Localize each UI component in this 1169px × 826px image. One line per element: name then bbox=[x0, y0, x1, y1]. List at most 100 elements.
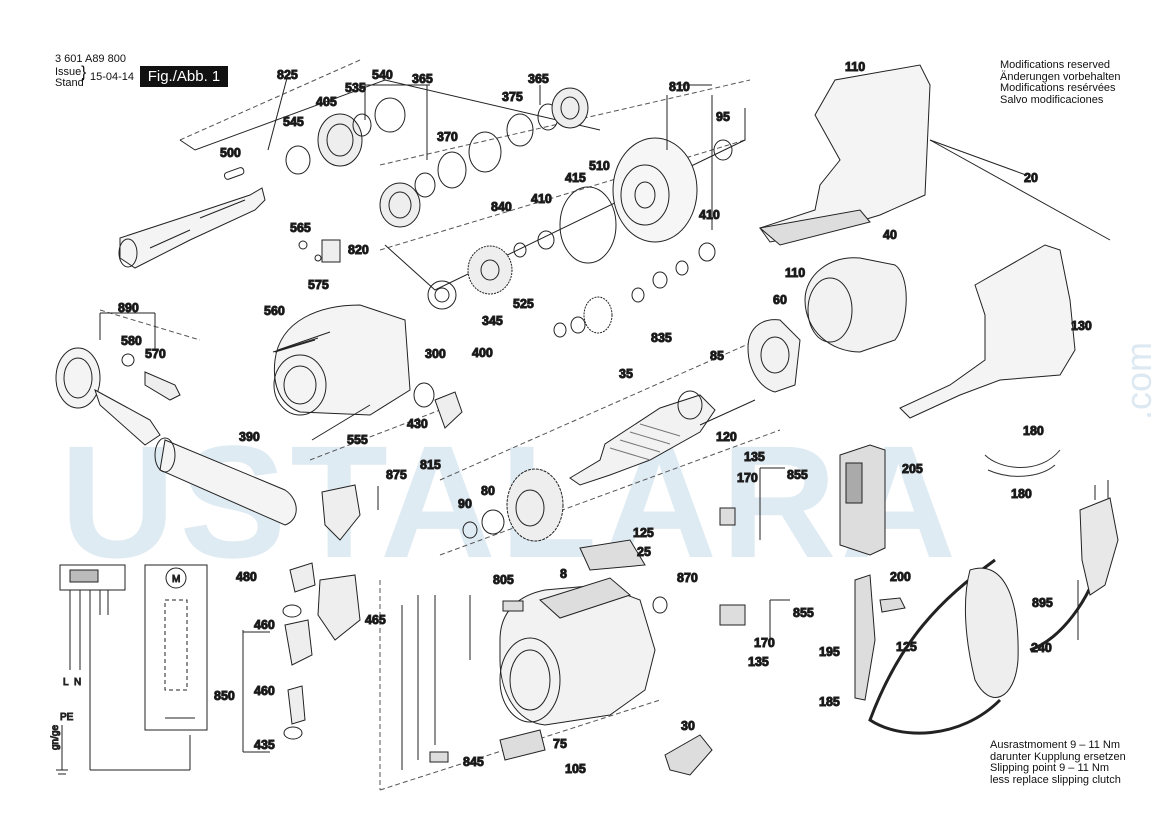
callout-170: 170 bbox=[737, 471, 758, 485]
notes-modifications: Modifications reserved Änderungen vorbeh… bbox=[1000, 59, 1121, 106]
note-line: less replace slipping clutch bbox=[990, 773, 1121, 786]
schematic-earth-label: PE bbox=[60, 712, 74, 723]
callout-815: 815 bbox=[420, 458, 441, 472]
motor-housing-part bbox=[499, 577, 668, 726]
callout-25: 25 bbox=[637, 545, 651, 559]
note-line: Modifications reserved bbox=[1000, 59, 1111, 71]
armature-part bbox=[569, 390, 756, 486]
callout-405: 405 bbox=[316, 95, 337, 109]
callout-75: 75 bbox=[553, 737, 567, 751]
callout-180: 180 bbox=[1023, 424, 1044, 438]
callout-30: 30 bbox=[681, 719, 695, 733]
note-line: darunter Kupplung ersetzen bbox=[990, 750, 1126, 763]
callout-435: 435 bbox=[254, 738, 275, 752]
callout-135: 135 bbox=[744, 450, 765, 464]
callout-540: 540 bbox=[372, 68, 393, 82]
callout-35: 35 bbox=[619, 367, 633, 381]
callout-185: 185 bbox=[819, 695, 840, 709]
schematic-neutral-label: N bbox=[74, 677, 81, 688]
small-hardware bbox=[274, 239, 1061, 776]
callout-180-b: 180 bbox=[1011, 487, 1032, 501]
figure-label: Fig./Abb. 1 bbox=[140, 66, 228, 87]
callout-555: 555 bbox=[347, 433, 368, 447]
callout-375: 375 bbox=[502, 90, 523, 104]
callout-545: 545 bbox=[283, 115, 304, 129]
mains-cable-part bbox=[868, 480, 1119, 735]
callout-90: 90 bbox=[458, 497, 472, 511]
note-line: Änderungen vorbehalten bbox=[1000, 70, 1121, 83]
motor-symbol: M bbox=[172, 574, 180, 585]
bearing-rings-upper bbox=[285, 87, 589, 310]
callout-240: 240 bbox=[1031, 641, 1052, 655]
callout-825: 825 bbox=[277, 68, 298, 82]
callout-430: 430 bbox=[407, 417, 428, 431]
callout-560: 560 bbox=[264, 304, 285, 318]
callout-85: 85 bbox=[710, 349, 724, 363]
brace-icon: } bbox=[81, 64, 87, 81]
callout-535: 535 bbox=[345, 81, 366, 95]
callout-365-b: 365 bbox=[528, 72, 549, 86]
callout-labels: 825 365 365 535 540 405 545 500 375 370 … bbox=[118, 60, 1093, 777]
callout-170-b: 170 bbox=[754, 636, 775, 650]
callout-580: 580 bbox=[121, 334, 142, 348]
auxiliary-handle-part bbox=[55, 347, 297, 526]
callout-120: 120 bbox=[716, 430, 737, 444]
callout-105: 105 bbox=[565, 762, 586, 776]
callout-510: 510 bbox=[589, 159, 610, 173]
callout-810: 810 bbox=[669, 80, 690, 94]
callout-80: 80 bbox=[481, 484, 495, 498]
handle-group-outline bbox=[929, 139, 1111, 241]
callout-845: 845 bbox=[463, 755, 484, 769]
gear-wheel-part bbox=[467, 230, 716, 338]
callout-870: 870 bbox=[677, 571, 698, 585]
callout-110: 110 bbox=[845, 60, 865, 74]
gear-cover-part bbox=[559, 137, 733, 264]
callout-850: 850 bbox=[214, 689, 235, 703]
callout-125: 125 bbox=[633, 526, 654, 540]
note-line: Modifications resérvées bbox=[1000, 82, 1116, 94]
callout-855-b: 855 bbox=[793, 606, 814, 620]
spindle-group-outline bbox=[179, 79, 601, 151]
notes-slipping-clutch: Ausrastmoment 9 – 11 Nm darunter Kupplun… bbox=[990, 739, 1126, 786]
leader-lines bbox=[99, 77, 1079, 770]
callout-40: 40 bbox=[883, 228, 897, 242]
callout-525: 525 bbox=[513, 297, 534, 311]
callout-575: 575 bbox=[308, 278, 329, 292]
callout-195: 195 bbox=[819, 645, 840, 659]
callout-465: 465 bbox=[365, 613, 386, 627]
wiring-schematic bbox=[56, 564, 208, 775]
callout-460: 460 bbox=[254, 618, 275, 632]
callout-500: 500 bbox=[220, 146, 241, 160]
note-line: Ausrastmoment 9 – 11 Nm bbox=[990, 739, 1121, 751]
callout-410: 410 bbox=[531, 192, 552, 206]
callout-200: 200 bbox=[890, 570, 911, 584]
assembly-lines bbox=[99, 59, 781, 791]
callout-460-b: 460 bbox=[254, 684, 275, 698]
handle-shell-part bbox=[758, 64, 1076, 419]
callout-390: 390 bbox=[239, 430, 260, 444]
callout-400: 400 bbox=[472, 346, 493, 360]
callout-820: 820 bbox=[348, 243, 369, 257]
callout-840: 840 bbox=[491, 200, 512, 214]
note-line: Slipping point 9 – 11 Nm bbox=[990, 762, 1110, 774]
callout-8: 8 bbox=[560, 567, 567, 581]
switch-part bbox=[839, 444, 886, 556]
callout-565: 565 bbox=[290, 221, 311, 235]
callout-875: 875 bbox=[386, 468, 407, 482]
callout-345: 345 bbox=[482, 314, 503, 328]
callout-415: 415 bbox=[565, 171, 586, 185]
fan-part bbox=[462, 468, 564, 542]
stator-part bbox=[747, 257, 907, 393]
callout-895: 895 bbox=[1032, 596, 1053, 610]
callout-805: 805 bbox=[493, 573, 514, 587]
callout-110-b: 110 bbox=[785, 266, 805, 280]
callout-835: 835 bbox=[651, 331, 672, 345]
callout-205: 205 bbox=[902, 462, 923, 476]
gear-group-outline bbox=[384, 108, 746, 291]
callout-20: 20 bbox=[1024, 171, 1038, 185]
callout-125-b: 125 bbox=[896, 640, 917, 654]
gear-housing-part bbox=[272, 304, 411, 416]
issue-date: 15-04-14 bbox=[90, 71, 135, 83]
callout-365: 365 bbox=[412, 72, 433, 86]
